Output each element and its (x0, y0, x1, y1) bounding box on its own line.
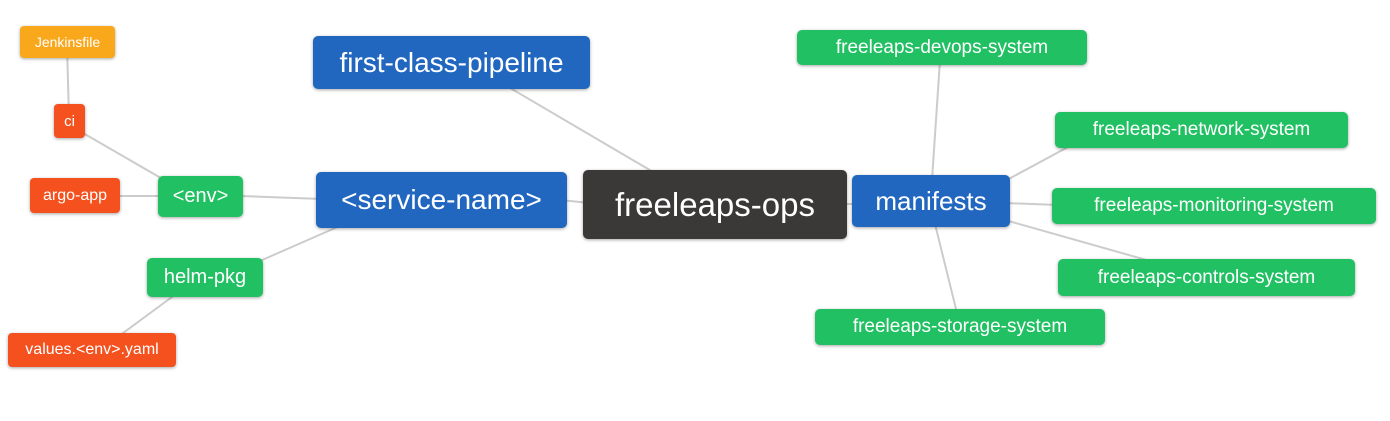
node-jenkinsfile[interactable]: Jenkinsfile (20, 26, 115, 58)
edge-manifests-monitoring (1004, 202, 1059, 206)
edge-ci-env (82, 132, 167, 182)
node-freeleaps-ops-root[interactable]: freeleaps-ops (583, 170, 847, 239)
edge-manifests-storage (934, 223, 958, 314)
edge-manifests-network (1004, 146, 1069, 182)
node-helm-pkg[interactable]: helm-pkg (147, 258, 263, 297)
node-freeleaps-devops-system[interactable]: freeleaps-devops-system (797, 30, 1087, 65)
node-freeleaps-controls-system[interactable]: freeleaps-controls-system (1058, 259, 1355, 296)
node-argo-app[interactable]: argo-app (30, 178, 120, 213)
edge-helm-pkg-values (118, 293, 177, 337)
node-manifests[interactable]: manifests (852, 175, 1010, 227)
node-freeleaps-monitoring-system[interactable]: freeleaps-monitoring-system (1052, 188, 1376, 224)
node-first-class-pipeline[interactable]: first-class-pipeline (313, 36, 590, 89)
edge-env-service-name (239, 195, 323, 200)
edge-pipeline-freeleaps-ops (504, 84, 661, 177)
edge-manifests-devops (931, 59, 941, 181)
edge-manifests-controls (1004, 219, 1151, 262)
node-service-name[interactable]: <service-name> (316, 172, 567, 228)
node-values-env-yaml[interactable]: values.<env>.yaml (8, 333, 176, 367)
node-env[interactable]: <env> (158, 176, 243, 217)
node-ci[interactable]: ci (54, 104, 85, 138)
node-freeleaps-storage-system[interactable]: freeleaps-storage-system (815, 309, 1105, 345)
node-freeleaps-network-system[interactable]: freeleaps-network-system (1055, 112, 1348, 148)
edge-service-name-helm-pkg (252, 224, 343, 265)
